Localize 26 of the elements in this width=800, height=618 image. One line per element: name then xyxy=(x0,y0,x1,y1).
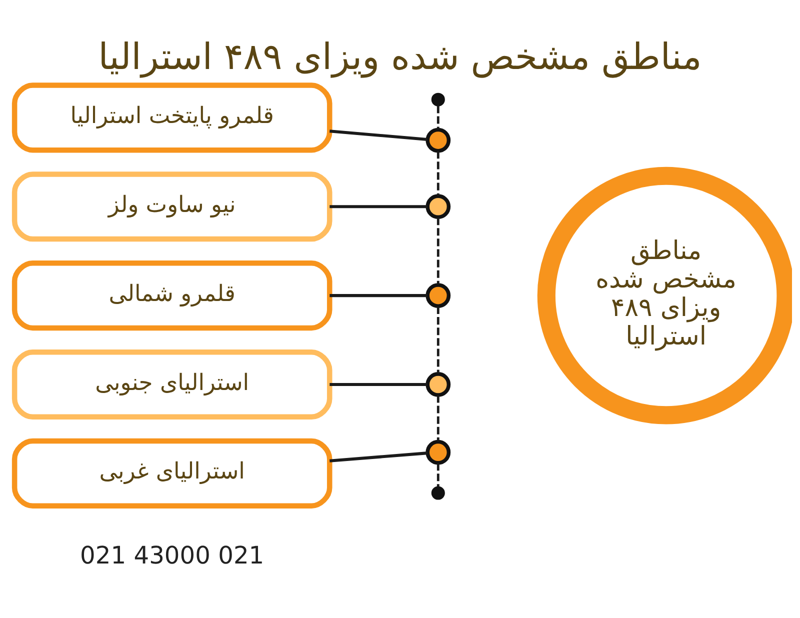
connector xyxy=(436,394,440,442)
diagram-title: مناطق مشخص شده ویزای ۴۸۹ استرالیا xyxy=(98,34,702,78)
label: 021 43000 021 xyxy=(80,541,264,570)
connector xyxy=(330,451,428,462)
connector xyxy=(436,462,440,486)
connector xyxy=(330,294,428,297)
node-box: قلمرو شمالی xyxy=(12,260,332,330)
node-circle xyxy=(426,372,451,396)
node-circle xyxy=(426,127,451,152)
connector xyxy=(330,382,428,386)
node-circle xyxy=(426,282,451,308)
node-circle xyxy=(431,486,445,500)
connector xyxy=(436,306,440,373)
node-box: قلمرو پایتخت استرالیا xyxy=(12,82,332,152)
connector xyxy=(330,129,428,140)
connector xyxy=(436,217,440,284)
node-box: استرالیای جنوبی xyxy=(12,348,332,420)
connector xyxy=(436,105,440,129)
connector xyxy=(436,150,440,196)
node-circle: مناطق مشخص شده ویزای ۴۸۹ استرالیا xyxy=(537,166,792,424)
node-box: نیو ساوت ولز xyxy=(12,171,332,242)
node-circle xyxy=(426,439,451,464)
node-box: استرالیای غربی xyxy=(12,438,332,508)
connector xyxy=(330,204,428,208)
node-circle xyxy=(426,194,451,219)
node-circle xyxy=(431,92,445,106)
